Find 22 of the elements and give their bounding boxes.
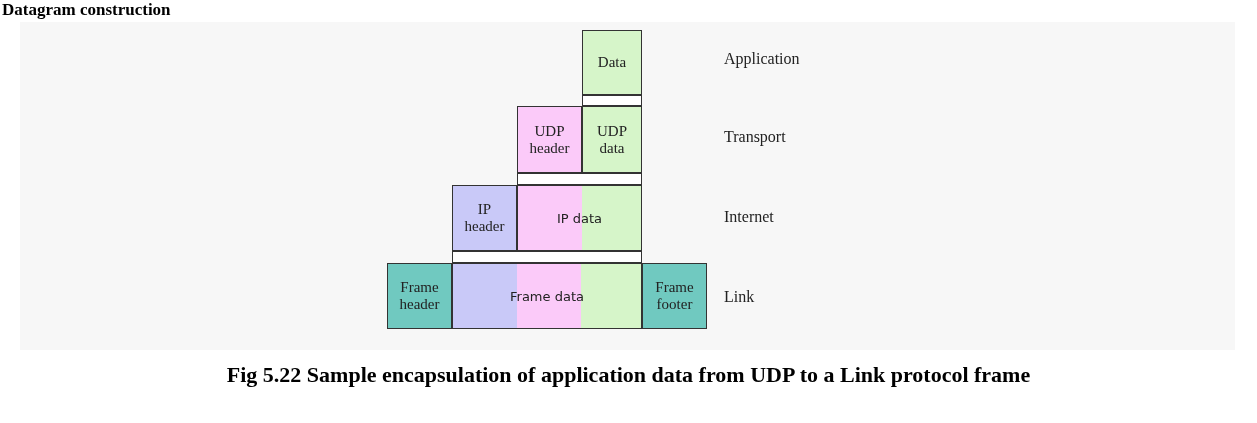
field-label: IP header — [463, 201, 506, 235]
field-label: Data — [597, 54, 627, 71]
layer-name: Link — [724, 288, 755, 306]
packet-field-box — [387, 263, 452, 329]
field-label: UDP header — [528, 122, 571, 157]
packet-field-box — [452, 263, 642, 329]
field-label: Frame header — [398, 279, 441, 313]
layer-name: Transport — [724, 128, 786, 146]
packet-field-box — [517, 106, 582, 173]
field-label: Frame footer — [654, 279, 695, 313]
packet-field-box — [517, 185, 642, 251]
layer-name: Application — [724, 50, 800, 68]
packet-field-box — [582, 106, 642, 173]
packet-field-box — [642, 263, 707, 329]
caption: Fig 5.22 Sample encapsulation of application data from UDP to a Link protocol frame — [225, 362, 1032, 388]
field-label: UDP data — [596, 122, 628, 157]
field-label: Frame data — [510, 287, 584, 305]
title: Datagram construction — [2, 0, 171, 20]
layer-name: Internet — [724, 208, 774, 226]
field-label: IP data — [556, 209, 603, 227]
packet-field-box — [582, 30, 642, 95]
packet-field-box — [452, 185, 517, 251]
